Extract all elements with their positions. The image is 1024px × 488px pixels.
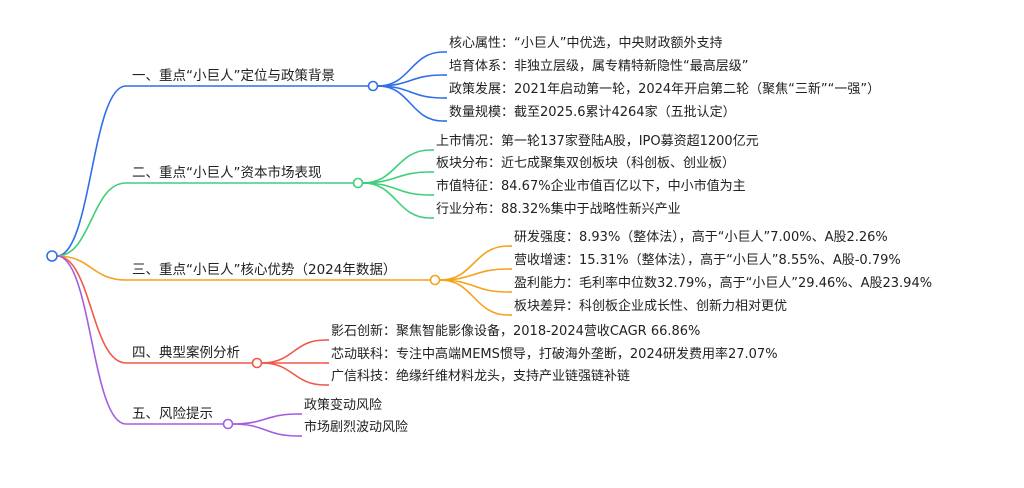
leaf-label: 市场剧烈波动风险: [304, 420, 409, 435]
leaf-label: 营收增速：15.31%（整体法），高于“小巨人”8.55%、A股-0.79%: [514, 253, 901, 268]
root-node[interactable]: [46, 250, 58, 262]
leaf-connector: [261, 339, 326, 364]
leaf-label: 培育体系：非独立层级，属专精特新隐性“最高层级”: [449, 59, 749, 74]
branch-connector: [56, 255, 127, 364]
leaf-connector: [232, 423, 299, 437]
leaf-label: 广信科技：绝缘纤维材料龙头，支持产业链强链补链: [331, 369, 631, 384]
connector-lines: [56, 51, 512, 437]
branch-node[interactable]: [429, 274, 441, 286]
branch-label[interactable]: 一、重点“小巨人”定位与政策背景: [132, 68, 335, 84]
branch-label[interactable]: 二、重点“小巨人”资本市场表现: [132, 165, 322, 181]
leaf-label: 政策发展：2021年启动第一轮，2024年开启第二轮（聚焦“三新”“一强”）: [449, 82, 881, 97]
leaf-label: 市值特征：84.67%企业市值百亿以下，中小市值为主: [436, 179, 746, 194]
leaf-connector: [261, 362, 326, 386]
branch-connector: [56, 182, 127, 257]
leaf-label: 影石创新：聚焦智能影像设备，2018-2024营收CAGR 66.86%: [331, 324, 701, 339]
leaf-connector: [439, 279, 509, 316]
branch-connector: [56, 255, 127, 425]
leaf-connector: [232, 413, 299, 425]
branch-node[interactable]: [222, 418, 234, 430]
branch-node[interactable]: [352, 177, 364, 189]
leaf-label: 研发强度：8.93%（整体法），高于“小巨人”7.00%、A股2.26%: [514, 230, 888, 245]
leaf-label: 芯动联科：专注中高端MEMS惯导，打破海外垄断，2024研发费用率27.07%: [331, 347, 778, 362]
branch-label[interactable]: 四、典型案例分析: [132, 345, 240, 361]
leaf-label: 盈利能力：毛利率中位数32.79%，高于“小巨人”29.46%、A股23.94%: [514, 276, 933, 291]
leaf-connector: [377, 85, 444, 122]
leaf-connector: [362, 182, 431, 219]
leaf-label: 政策变动风险: [304, 398, 383, 413]
branch-node[interactable]: [251, 357, 263, 369]
branch-label[interactable]: 五、风险提示: [132, 406, 213, 422]
leaf-connector: [439, 245, 509, 281]
branch-node[interactable]: [367, 80, 379, 92]
leaf-label: 核心属性：“小巨人”中优选，中央财政额外支持: [449, 36, 723, 51]
leaf-label: 行业分布：88.32%集中于战略性新兴产业: [436, 202, 681, 217]
leaf-label: 板块分布：近七成聚集双创板块（科创板、创业板）: [436, 156, 736, 171]
leaf-label: 数量规模：截至2025.6累计4264家（五批认定）: [449, 105, 736, 120]
branch-connector: [56, 85, 127, 257]
branch-label[interactable]: 三、重点“小巨人”核心优势（2024年数据）: [132, 262, 397, 278]
leaf-label: 上市情况：第一轮137家登陆A股，IPO募资超1200亿元: [436, 134, 759, 149]
branch-connector: [56, 255, 127, 281]
leaf-label: 板块差异：科创板企业成长性、创新力相对更优: [514, 299, 788, 314]
